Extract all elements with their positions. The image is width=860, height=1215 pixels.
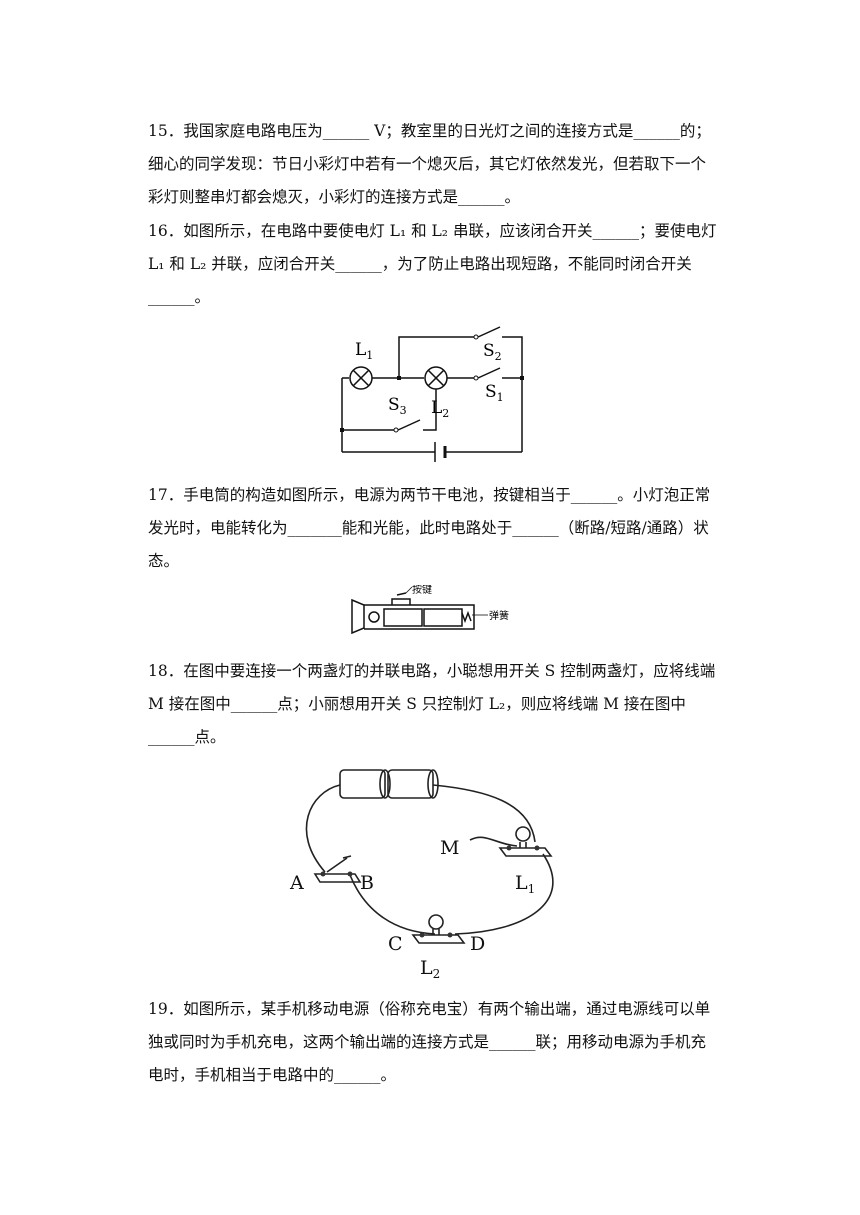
- terminal-l1-right: [534, 845, 540, 851]
- flashlight-head: [351, 598, 365, 635]
- question-16: 16．如图所示，在电路中要使电灯 L₁ 和 L₂ 串联，应该闭合开关______…: [148, 215, 718, 314]
- lamp-l1-socket: [519, 842, 527, 848]
- wire: [423, 389, 437, 431]
- button-housing: [391, 598, 411, 605]
- switch-s1-blade: [477, 367, 501, 379]
- wire: [398, 336, 475, 378]
- question-15: 15．我国家庭电路电压为______ V；教室里的日光灯之间的连接方式是____…: [148, 115, 718, 214]
- label-l2: L2: [420, 957, 440, 981]
- label-spring: 弹簧: [489, 609, 509, 622]
- switch-base: [313, 873, 362, 883]
- lamp-l1-base: [498, 847, 553, 857]
- label-s1: S1: [485, 382, 504, 404]
- terminal-c: [419, 932, 425, 938]
- battery-1: [383, 608, 423, 627]
- wire-m: [469, 836, 518, 847]
- bulb-icon: [368, 611, 380, 623]
- wire: [432, 784, 536, 843]
- question-18: 18．在图中要连接一个两盏灯的并联电路，小聪想用开关 S 控制两盏灯，应将线端 …: [148, 655, 718, 754]
- battery-2: [387, 769, 434, 799]
- switch-lever: [326, 855, 352, 873]
- terminal-a: [320, 871, 326, 877]
- wire: [454, 853, 554, 935]
- lamp-l2-cross: [427, 369, 445, 387]
- switch-s2-blade: [477, 326, 501, 338]
- wire: [502, 336, 523, 452]
- battery-1-end: [379, 769, 391, 799]
- switch-contact: [473, 375, 479, 381]
- label-m: M: [440, 837, 459, 859]
- label-l1: L1: [355, 340, 373, 362]
- label-button: 按键: [412, 585, 432, 596]
- label-c: C: [388, 933, 403, 955]
- push-button: [396, 592, 407, 596]
- wire: [305, 784, 341, 873]
- circuit-diagram-q16: L1 L2 S2 S1 S3: [340, 326, 524, 462]
- label-a: A: [289, 872, 304, 894]
- question-17-text: 17．手电筒的构造如图所示，电源为两节干电池，按键相当于______。小灯泡正常…: [148, 486, 711, 570]
- question-15-text: 15．我国家庭电路电压为______ V；教室里的日光灯之间的连接方式是____…: [148, 122, 711, 206]
- label-s3: S3: [388, 395, 407, 417]
- question-17: 17．手电筒的构造如图所示，电源为两节干电池，按键相当于______。小灯泡正常…: [148, 479, 718, 578]
- label-s2: S2: [483, 341, 502, 363]
- junction-dot: [520, 376, 524, 380]
- battery-2: [423, 608, 463, 627]
- wiring-diagram-q18: A B C D M L1 L2: [289, 769, 554, 981]
- flashlight-body: [364, 604, 475, 630]
- label-b: B: [360, 872, 374, 894]
- question-19-text: 19．如图所示，某手机移动电源（俗称充电宝）有两个输出端，通过电源线可以单独或同…: [148, 1000, 711, 1084]
- terminal-d: [447, 932, 453, 938]
- battery-2-end: [427, 769, 439, 799]
- junction-dot: [340, 428, 344, 432]
- switch-contact: [473, 334, 479, 340]
- question-19: 19．如图所示，某手机移动电源（俗称充电宝）有两个输出端，通过电源线可以单独或同…: [148, 993, 718, 1092]
- label-l1: L1: [515, 872, 535, 896]
- lamp-l2-base: [411, 934, 466, 944]
- leader-line-button: [405, 586, 413, 594]
- lamp-l1-bulb-icon: [515, 826, 531, 842]
- battery-1: [339, 769, 386, 799]
- flashlight-diagram-q17: 按键 弹簧: [351, 585, 509, 635]
- terminal-l1-left: [506, 845, 512, 851]
- lamp-l2-bulb-icon: [428, 914, 444, 930]
- switch-contact: [393, 427, 399, 433]
- question-16-text: 16．如图所示，在电路中要使电灯 L₁ 和 L₂ 串联，应该闭合开关______…: [148, 222, 717, 306]
- label-d: D: [470, 933, 485, 955]
- lamp-l2-socket: [432, 929, 440, 935]
- terminal-b: [347, 871, 353, 877]
- junction-dot: [397, 376, 401, 380]
- spring-coil: [461, 610, 472, 624]
- switch-s3-blade: [397, 419, 421, 431]
- lamp-l1-cross: [352, 369, 370, 387]
- label-l2: L2: [431, 398, 449, 420]
- question-18-text: 18．在图中要连接一个两盏灯的并联电路，小聪想用开关 S 控制两盏灯，应将线端 …: [148, 662, 716, 746]
